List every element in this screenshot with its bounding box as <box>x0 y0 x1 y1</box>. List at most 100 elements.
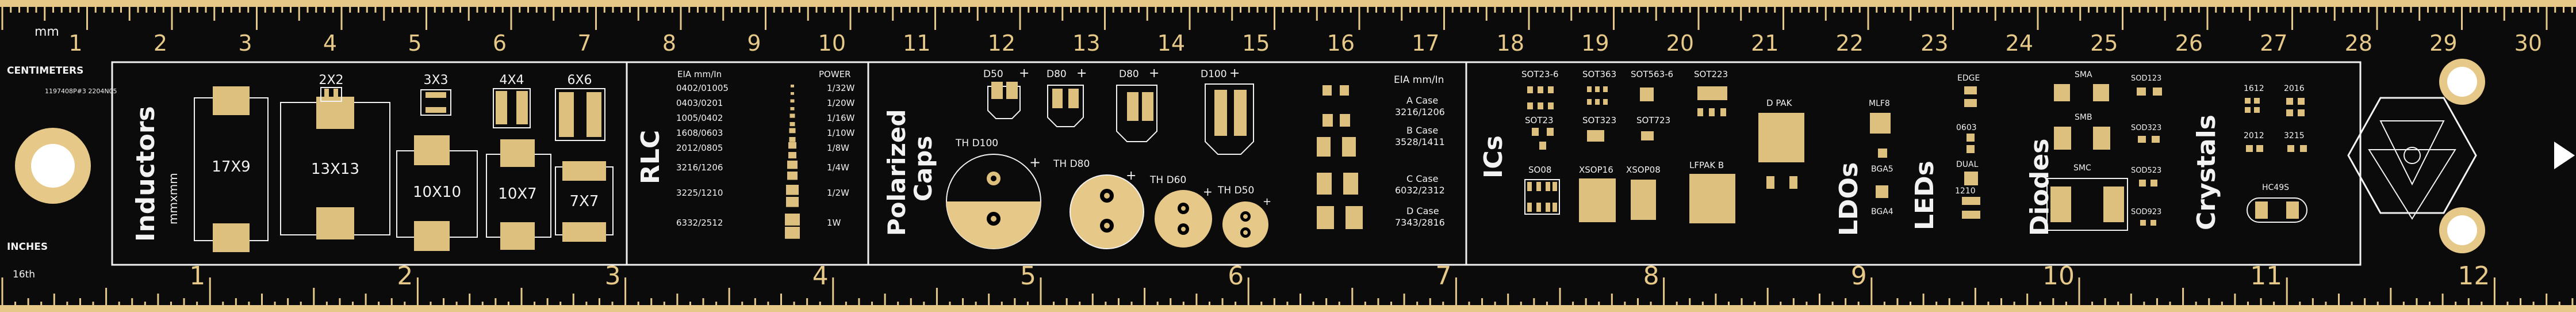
crystals-title: Crystals <box>2192 115 2221 230</box>
smd-cap-d80-1: D80 + <box>1046 66 1087 127</box>
sot363-label: SOT363 <box>1582 69 1616 79</box>
sot323-label: SOT323 <box>1582 115 1616 125</box>
rlc-pad <box>787 172 798 180</box>
left-mounting-hole <box>15 128 91 204</box>
rlc-pad <box>791 85 794 87</box>
case-a-size: 3216/1206 <box>1395 106 1445 117</box>
inductor-6x6: 6X6 <box>555 73 605 141</box>
cm-label-30: 30 <box>2514 31 2542 56</box>
caps-title-line2: Caps <box>909 136 937 201</box>
sot563-6-label: SOT563-6 <box>1631 69 1673 79</box>
smb-label: SMB <box>2075 113 2092 122</box>
case-d-name: D Case <box>1406 206 1439 216</box>
rlc-pad <box>785 214 800 226</box>
inches-caption: INCHES <box>7 241 48 253</box>
svg-text:+: + <box>1229 66 1240 81</box>
triangle-logo <box>2347 97 2477 220</box>
inductor-10x10: 10X10 <box>396 135 478 251</box>
caps-title-line1: Polarized <box>883 109 911 236</box>
inductor-2x2-label: 2X2 <box>319 73 343 87</box>
case-b-name: B Case <box>1406 125 1438 136</box>
inch-scale <box>0 277 2576 312</box>
rlc-row-size: 1005/0402 <box>676 113 723 123</box>
inductors-title: Inductors <box>131 106 160 242</box>
inch-label-1: 1 <box>189 261 205 291</box>
ldos-title: LDOs <box>1834 162 1864 236</box>
tantalum-cases <box>1317 85 1363 229</box>
rlc-pad <box>789 137 796 142</box>
rlc-row-power: 1/10W <box>827 128 855 138</box>
inductor-4x4-label: 4X4 <box>499 73 524 87</box>
inch-label-12: 12 <box>2458 261 2490 291</box>
inductor-6x6-label: 6X6 <box>567 73 592 87</box>
th-cap-d100-label: TH D100 <box>955 138 998 149</box>
rlc-pad <box>789 122 795 127</box>
smd-cap-d100-label: D100 <box>1201 69 1227 80</box>
case-a-name: A Case <box>1406 95 1438 106</box>
rlc-pad <box>790 107 795 111</box>
rlc-pad <box>786 197 799 207</box>
inductor-10x7-label: 10X7 <box>498 185 536 203</box>
sot723-label: SOT723 <box>1636 115 1670 125</box>
case-d-size: 7343/2816 <box>1395 217 1445 228</box>
rlc-pad <box>788 152 796 159</box>
centimeters-caption: CENTIMETERS <box>7 65 83 77</box>
rlc-row: 0403/0201 1/20W <box>676 98 855 111</box>
hc49s-label: HC49S <box>2262 183 2289 192</box>
xsop16-label: XSOP16 <box>1579 165 1613 175</box>
inductor-3x3-label: 3X3 <box>423 73 448 87</box>
inch-label-10: 10 <box>2042 261 2075 291</box>
rlc-row-size: 0403/0201 <box>676 98 723 108</box>
smd-cap-d100: D100 + <box>1201 66 1254 155</box>
rlc-pad <box>786 185 799 195</box>
led-0603-label: 0603 <box>1956 123 1977 132</box>
inch-label-6: 6 <box>1228 261 1244 291</box>
cm-label-20: 20 <box>1666 31 1694 56</box>
rlc-pad <box>787 161 798 169</box>
inductor-7x7: 7X7 <box>555 161 614 242</box>
cm-label-25: 25 <box>2090 31 2118 56</box>
cm-label-10: 10 <box>818 31 846 56</box>
rlc-size-header: EIA mm/In <box>677 69 722 79</box>
mlf8-label: MLF8 <box>1869 99 1890 108</box>
inductor-2x2: 2X2 <box>319 73 344 102</box>
diodes-title: Diodes <box>2025 139 2054 236</box>
svg-text:+: + <box>1126 169 1136 183</box>
inductor-4x4: 4X4 <box>493 73 531 128</box>
footprints-right <box>1524 84 2307 231</box>
svg-text:+: + <box>1203 185 1213 199</box>
inductor-13x13: 13X13 <box>280 97 390 239</box>
rlc-row-power: 1/8W <box>827 143 849 153</box>
xsop08-label: XSOP08 <box>1626 165 1661 175</box>
dpak-label: D PAK <box>1766 98 1793 108</box>
rlc-row-size: 0402/01005 <box>676 83 729 93</box>
xtal-2012-label: 2012 <box>2244 131 2264 140</box>
inch-label-7: 7 <box>1435 261 1451 291</box>
cm-label-28: 28 <box>2345 31 2372 56</box>
serial-number: 1197408P#3 2204N05 <box>45 87 117 95</box>
smd-cap-d80-2: D80 + <box>1116 66 1159 142</box>
inch-label-2: 2 <box>397 261 413 291</box>
inch-label-4: 4 <box>812 261 829 291</box>
case-eia-header: EIA mm/In <box>1394 74 1444 86</box>
section-frame <box>111 61 2362 266</box>
mm-unit-label: mm <box>34 25 59 39</box>
cm-label-12: 12 <box>988 31 1015 56</box>
cm-label-7: 7 <box>577 31 591 56</box>
rlc-pad <box>791 92 794 95</box>
rlc-row-power: 1/20W <box>827 98 855 108</box>
sod323-label: SOD323 <box>2131 124 2161 132</box>
cm-label-18: 18 <box>1497 31 1524 56</box>
sod523-label: SOD523 <box>2131 166 2161 175</box>
cm-label-6: 6 <box>493 31 507 56</box>
cm-label-27: 27 <box>2260 31 2287 56</box>
